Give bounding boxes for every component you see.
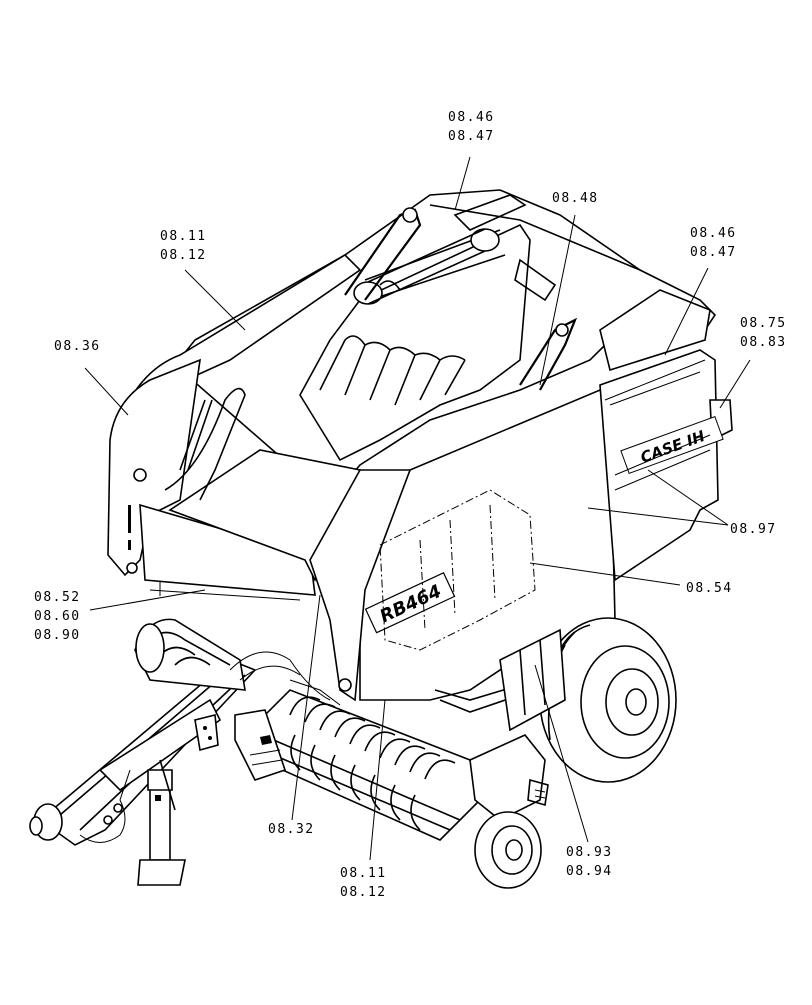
- callout-c12-line2: 08.94: [566, 864, 613, 879]
- callout-c3-line1: 08.11: [160, 229, 207, 244]
- callout-c3-line2: 08.12: [160, 248, 207, 263]
- baler-body: [107, 189, 733, 702]
- callout-c5-line1: 08.75: [740, 316, 787, 331]
- callout-c9-line3: 08.90: [34, 628, 81, 643]
- callout-c9-line1: 08.52: [34, 590, 81, 605]
- callout-labels: 08.46 08.47 08.48 08.11 08.12 08.46 08.4…: [34, 110, 787, 900]
- callout-c8-line1: 08.54: [686, 581, 733, 596]
- callout-c10-line1: 08.32: [268, 822, 315, 837]
- panel-details: [126, 387, 352, 692]
- callout-c5-line2: 08.83: [740, 335, 787, 350]
- callout-c1-line2: 08.47: [448, 129, 495, 144]
- callout-c4-line2: 08.47: [690, 245, 737, 260]
- main-wheel: [499, 617, 677, 783]
- gauge-wheel: [469, 734, 549, 889]
- callout-c11-line1: 08.11: [340, 866, 387, 881]
- callout-c1-line1: 08.46: [448, 110, 495, 125]
- roller-cage: [299, 194, 641, 462]
- callout-c6-line1: 08.36: [54, 339, 101, 354]
- callout-c11-line2: 08.12: [340, 885, 387, 900]
- callout-c9-line2: 08.60: [34, 609, 81, 624]
- jack-stand: [137, 759, 186, 886]
- callout-c12-line1: 08.93: [566, 845, 613, 860]
- drawbar: [29, 659, 257, 846]
- pickup-tines: [289, 696, 456, 831]
- leader-lines: [84, 156, 751, 861]
- callout-c2-line1: 08.48: [552, 191, 599, 206]
- pickup: [134, 618, 556, 841]
- callout-c4-line1: 08.46: [690, 226, 737, 241]
- callout-c7-line1: 08.97: [730, 522, 777, 537]
- hoses: [229, 651, 341, 706]
